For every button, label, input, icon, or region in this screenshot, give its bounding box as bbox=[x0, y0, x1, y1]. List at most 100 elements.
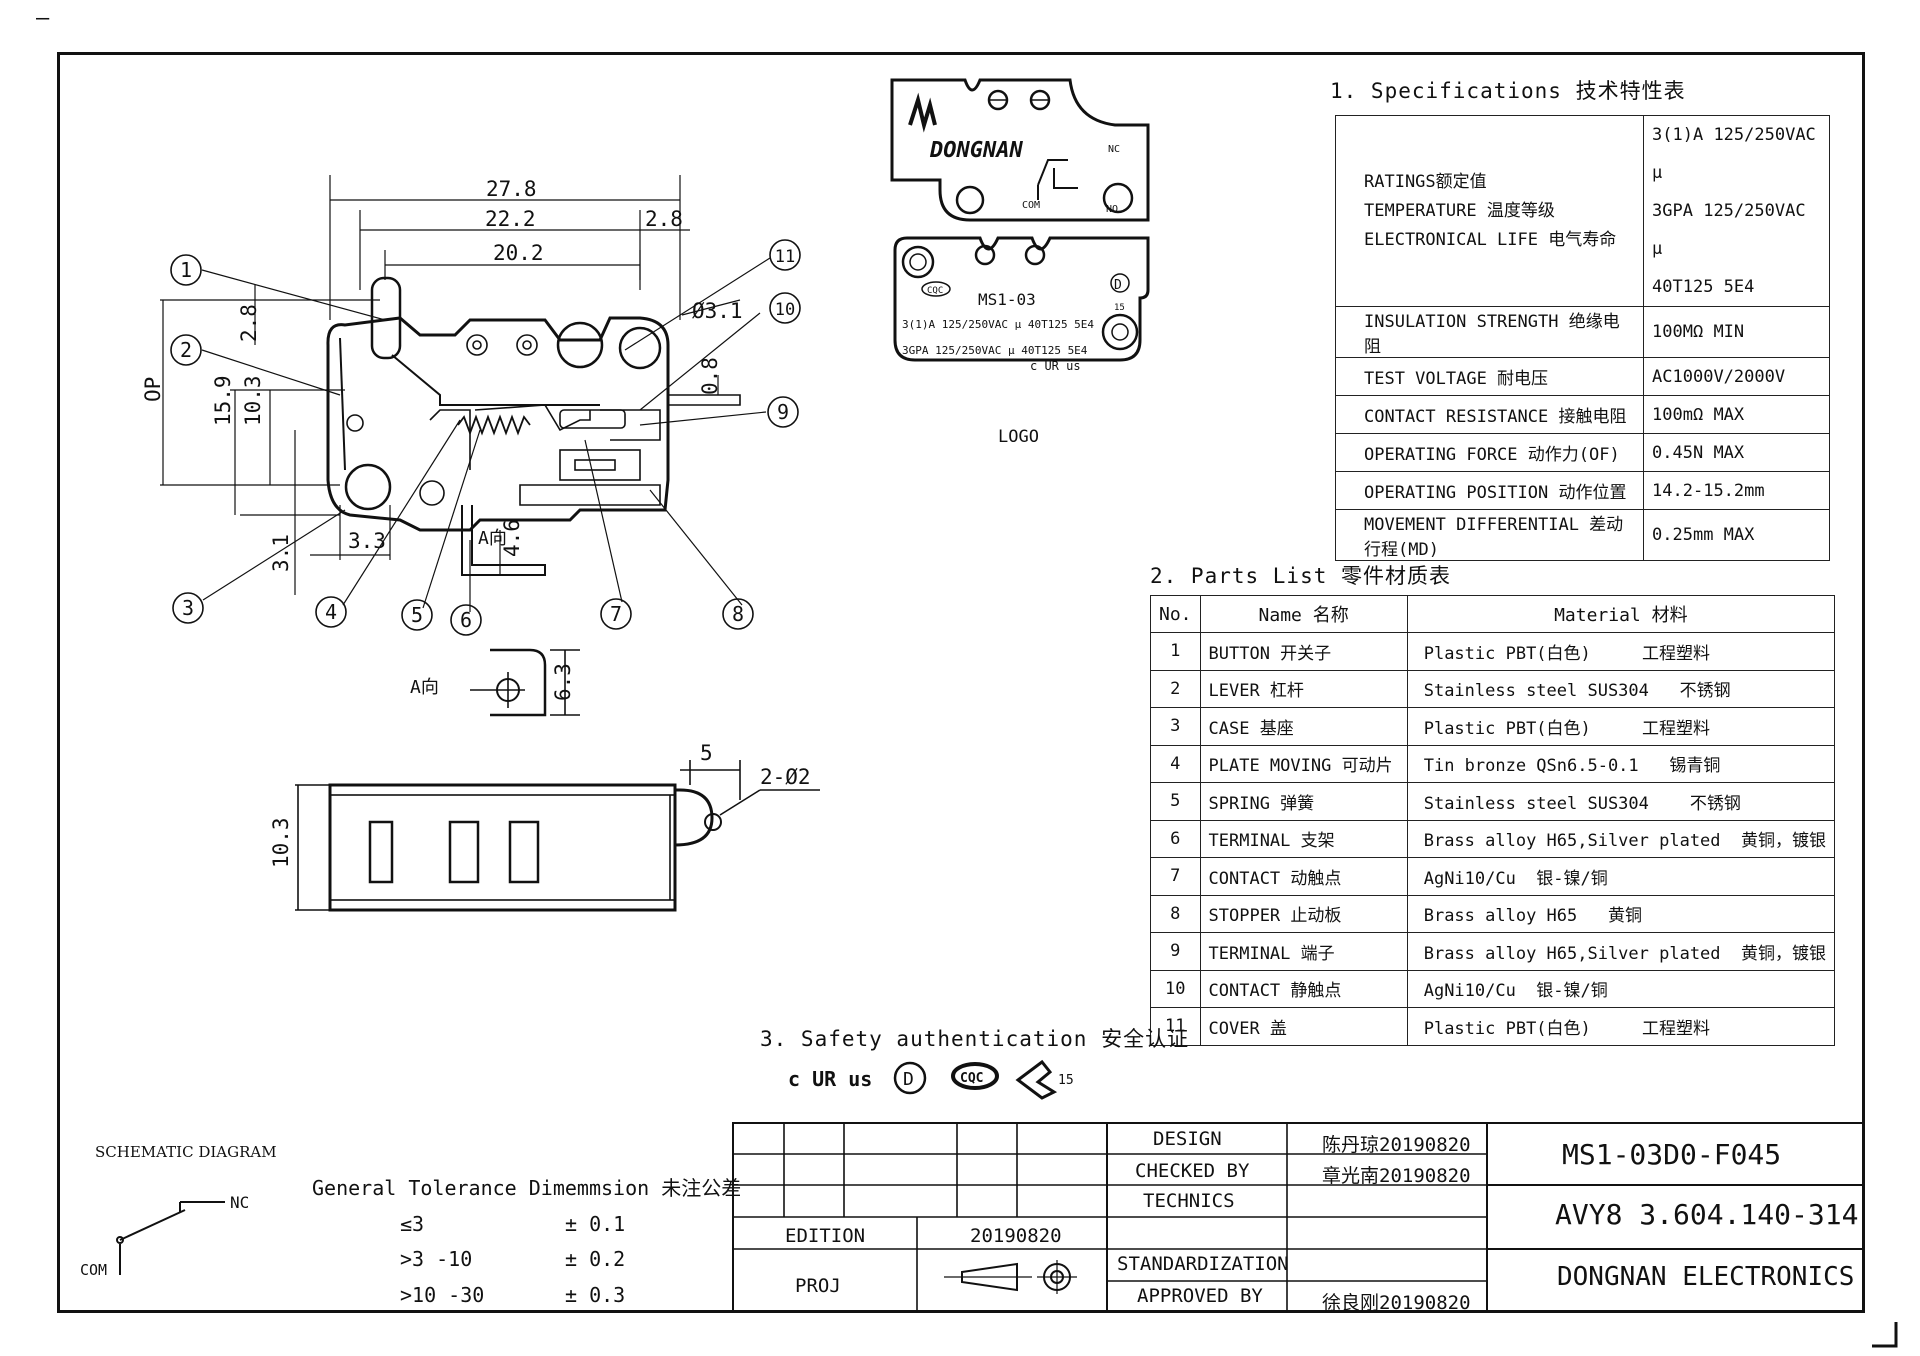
spec-table: RATINGS额定值 TEMPERATURE 温度等级 ELECTRONICAL… bbox=[1334, 115, 1830, 561]
spec-name: RATINGS额定值 TEMPERATURE 温度等级 ELECTRONICAL… bbox=[1334, 115, 1645, 307]
spec-row: OPERATING FORCE 动作力(OF) 0.45N MAX bbox=[1334, 433, 1830, 472]
part-material: Plastic PBT(白色) 工程塑料 bbox=[1406, 632, 1836, 671]
part-no: 3 bbox=[1150, 707, 1201, 746]
part-name: TERMINAL 端子 bbox=[1199, 932, 1408, 971]
logo-nc: NC bbox=[1108, 144, 1120, 155]
logo-model: MS1-03 bbox=[978, 290, 1036, 309]
standardization-label: STANDARDIZATION bbox=[1117, 1253, 1289, 1275]
approved-label: APPROVED BY bbox=[1137, 1285, 1263, 1307]
design-label: DESIGN bbox=[1153, 1128, 1222, 1150]
part-no: 6 bbox=[1150, 819, 1201, 858]
balloon-9: 9 bbox=[777, 400, 789, 424]
checked-label: CHECKED BY bbox=[1135, 1160, 1250, 1182]
part-material: Brass alloy H65 黄铜 bbox=[1406, 894, 1836, 933]
part-no: 4 bbox=[1150, 744, 1201, 783]
spec-row: OPERATING POSITION 动作位置 14.2-15.2mm bbox=[1334, 471, 1830, 510]
document-number: AVY8 3.604.140-314 bbox=[1555, 1198, 1859, 1231]
spec-name: MOVEMENT DIFFERENTIAL 差动行程(MD) bbox=[1334, 509, 1645, 561]
spec-name: INSULATION STRENGTH 绝缘电阻 bbox=[1334, 306, 1645, 358]
schematic-title: SCHEMATIC DIAGRAM bbox=[95, 1143, 277, 1161]
schematic-diagram: NC COM bbox=[80, 1193, 249, 1279]
logo-enec: 15 bbox=[1114, 303, 1125, 313]
part-name: STOPPER 止动板 bbox=[1199, 894, 1408, 933]
logo-com: COM bbox=[1022, 200, 1040, 211]
logo-d-mark: D bbox=[1114, 278, 1122, 293]
spec-row: INSULATION STRENGTH 绝缘电阻 100MΩ MIN bbox=[1334, 306, 1830, 358]
spec-name: TEST VOLTAGE 耐电压 bbox=[1334, 357, 1645, 396]
part-name: CONTACT 静触点 bbox=[1199, 969, 1408, 1008]
dim-10-3-bottom: 10.3 bbox=[269, 817, 293, 868]
spec-value: 100MΩ MIN bbox=[1643, 306, 1830, 358]
tol-val-3: ± 0.3 bbox=[565, 1283, 626, 1307]
part-name: CONTACT 动触点 bbox=[1199, 857, 1408, 896]
company-name: DONGNAN ELECTRONICS bbox=[1557, 1262, 1855, 1292]
corner-mark bbox=[1872, 1322, 1898, 1348]
dim-15-9: 15.9 bbox=[211, 375, 235, 426]
dim-10-3: 10.3 bbox=[241, 375, 265, 426]
ul-mark: c UR us bbox=[788, 1067, 872, 1091]
logo-cqc: CQC bbox=[927, 286, 943, 296]
part-no: 10 bbox=[1150, 969, 1201, 1008]
edition-value: 20190820 bbox=[970, 1225, 1062, 1247]
balloon-3: 3 bbox=[182, 596, 194, 620]
tol-range-2: >3 -10 bbox=[400, 1247, 473, 1271]
part-material: Tin bronze QSn6.5-0.1 锡青铜 bbox=[1406, 744, 1836, 783]
dim-3-3: 3.3 bbox=[348, 529, 386, 553]
part-no: 9 bbox=[1150, 932, 1201, 971]
balloon-1: 1 bbox=[180, 258, 192, 282]
safety-marks: c UR us D CQC 15 bbox=[788, 1059, 1074, 1100]
balloon-10: 10 bbox=[775, 300, 795, 320]
spec-title: 1. Specifications 技术特性表 bbox=[1330, 79, 1686, 103]
view-a-label: A向 bbox=[410, 677, 439, 698]
col-material: Material 材料 bbox=[1406, 595, 1836, 633]
part-material: Stainless steel SUS304 不锈钢 bbox=[1406, 782, 1836, 821]
tol-range-3: >10 -30 bbox=[400, 1283, 485, 1307]
proj-label: PROJ bbox=[795, 1275, 841, 1297]
title-block-grid bbox=[732, 1122, 1865, 1313]
spec-value: 3(1)A 125/250VAC μ 3GPA 125/250VAC μ 40T… bbox=[1643, 115, 1830, 307]
tol-val-1: ± 0.1 bbox=[565, 1212, 626, 1236]
schematic-com: COM bbox=[80, 1261, 107, 1279]
logo-no: NO bbox=[1106, 204, 1118, 215]
dim-20-2: 20.2 bbox=[493, 241, 544, 265]
spec-value: 0.45N MAX bbox=[1643, 433, 1830, 472]
parts-title: 2. Parts List 零件材质表 bbox=[1150, 564, 1452, 588]
part-material: Plastic PBT(白色) 工程塑料 bbox=[1406, 1007, 1836, 1046]
d-mark: D bbox=[903, 1069, 914, 1090]
parts-header-row: No. Name 名称 Material 材料 bbox=[1150, 595, 1836, 633]
spec-name: OPERATING FORCE 动作力(OF) bbox=[1334, 433, 1645, 472]
technics-label: TECHNICS bbox=[1143, 1190, 1235, 1212]
part-number: MS1-03D0-F045 bbox=[1562, 1138, 1782, 1171]
part-no: 7 bbox=[1150, 857, 1201, 896]
dim-2-8-top: 2.8 bbox=[645, 207, 683, 231]
spec-value: 0.25mm MAX bbox=[1643, 509, 1830, 561]
spec-row: CONTACT RESISTANCE 接触电阻 100mΩ MAX bbox=[1334, 395, 1830, 434]
part-material: AgNi10/Cu 银-镍/铜 bbox=[1406, 969, 1836, 1008]
enec-mark: 15 bbox=[1058, 1073, 1074, 1088]
part-no: 1 bbox=[1150, 632, 1201, 671]
spec-row: MOVEMENT DIFFERENTIAL 差动行程(MD) 0.25mm MA… bbox=[1334, 509, 1830, 561]
design-value: 陈丹琼20190820 bbox=[1322, 1134, 1471, 1156]
part-name: SPRING 弹簧 bbox=[1199, 782, 1408, 821]
dim-6-3: 6.3 bbox=[551, 663, 575, 701]
tol-range-1: ≤3 bbox=[400, 1212, 425, 1236]
dim-2-8-left: 2.8 bbox=[237, 304, 261, 342]
dim-phi-3-1: Ø3.1 bbox=[692, 299, 743, 323]
balloon-8: 8 bbox=[732, 602, 744, 626]
part-material: AgNi10/Cu 银-镍/铜 bbox=[1406, 857, 1836, 896]
spec-row: TEST VOLTAGE 耐电压 AC1000V/2000V bbox=[1334, 357, 1830, 396]
dim-a-direction: A向 bbox=[478, 528, 507, 549]
part-name: CASE 基座 bbox=[1199, 707, 1408, 746]
tolerance-title: General Tolerance Dimemmsion 未注公差 bbox=[312, 1176, 742, 1200]
logo-ul: c UR us bbox=[1030, 359, 1081, 373]
part-no: 11 bbox=[1150, 1007, 1201, 1046]
switch-drawing: 27.8 22.2 20.2 2.8 Ø3.1 0.8 OP 15.9 10.3… bbox=[141, 175, 820, 912]
